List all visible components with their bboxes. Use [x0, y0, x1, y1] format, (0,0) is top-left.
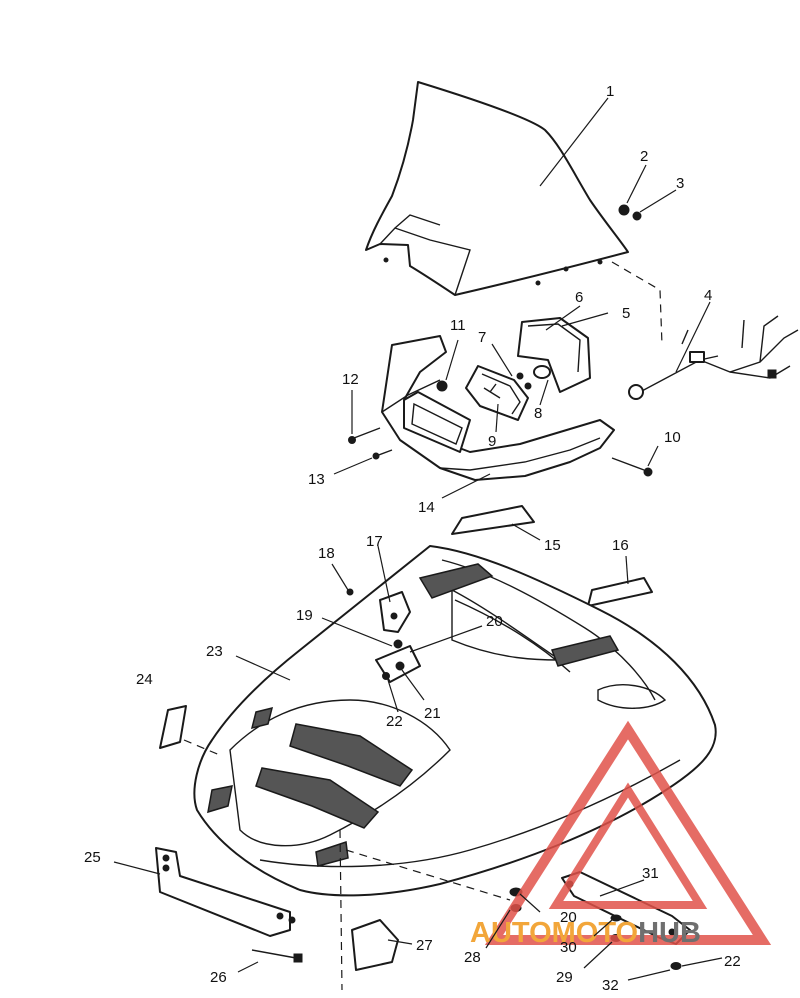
- screw-left-13: [372, 449, 393, 460]
- callout-28: 28: [464, 949, 481, 966]
- latch-bracket: [375, 591, 421, 683]
- windshield-mount-guide: [611, 261, 663, 346]
- callout-19: 19: [296, 607, 313, 624]
- callout-21: 21: [424, 705, 441, 722]
- mount-nut-11: [436, 380, 448, 392]
- screw-right: [611, 457, 653, 477]
- callout-26: 26: [210, 969, 227, 986]
- callout-18: 18: [318, 545, 335, 562]
- callout-10: 10: [664, 429, 681, 446]
- callout-22-upper: 22: [386, 713, 403, 730]
- leader-lines: [113, 97, 723, 981]
- callout-labels: 1 2 3 4 5 6 7 8 9 10 11 12 13 14 15 16 1…: [84, 83, 741, 994]
- side-vent-guide: [183, 739, 223, 757]
- callout-4: 4: [704, 287, 712, 304]
- callout-30: 30: [560, 939, 577, 956]
- callout-7: 7: [478, 329, 486, 346]
- callout-16: 16: [612, 537, 629, 554]
- decal-16: [587, 577, 653, 607]
- callout-14: 14: [418, 499, 435, 516]
- callout-27: 27: [416, 937, 433, 954]
- callout-12: 12: [342, 371, 359, 388]
- callout-22-lower: 22: [724, 953, 741, 970]
- front-bracket-25: [155, 847, 296, 937]
- decal-15: [451, 505, 535, 535]
- callout-3: 3: [676, 175, 684, 192]
- screw-left-12: [348, 427, 381, 444]
- callout-20-lower: 20: [560, 909, 577, 926]
- front-guide-vertical: [339, 829, 343, 991]
- hood-vents: [207, 563, 620, 867]
- headlight-adjuster: [516, 372, 532, 390]
- headlight-housing: [517, 317, 591, 393]
- callout-5: 5: [622, 305, 630, 322]
- callout-29: 29: [556, 969, 573, 986]
- headlight-lens: [465, 365, 529, 421]
- svg-text:AUTOMOTOHUB: AUTOMOTOHUB: [470, 917, 701, 949]
- hood: [193, 545, 717, 897]
- trim-piece-27: [351, 919, 399, 971]
- callout-17: 17: [366, 533, 383, 550]
- callout-9: 9: [488, 433, 496, 450]
- callout-24: 24: [136, 671, 153, 688]
- watermark-hub-text: HUB: [638, 917, 701, 949]
- callout-23: 23: [206, 643, 223, 660]
- callout-31: 31: [642, 865, 659, 882]
- windshield-nut: [618, 204, 630, 216]
- wiring-harness: [628, 315, 799, 400]
- rear-guide: [345, 849, 511, 901]
- watermark: AUTOMOTOHUB: [470, 720, 772, 949]
- bolt-26: [251, 949, 303, 963]
- callout-13: 13: [308, 471, 325, 488]
- callout-8: 8: [534, 405, 542, 422]
- watermark-logo-inner-mark: [548, 782, 708, 909]
- headlight-bulb: [533, 365, 551, 379]
- callout-1: 1: [606, 83, 614, 100]
- callout-32: 32: [602, 977, 619, 993]
- windshield: [365, 81, 629, 296]
- watermark-logo-triangle: [484, 720, 772, 945]
- callout-15: 15: [544, 537, 561, 554]
- callout-25: 25: [84, 849, 101, 866]
- windshield-washer: [632, 211, 642, 221]
- callout-11: 11: [450, 317, 466, 334]
- screw-18: [346, 588, 354, 596]
- callout-2: 2: [640, 148, 648, 165]
- callout-20-upper: 20: [486, 613, 503, 630]
- side-vent-24: [159, 705, 187, 749]
- headlight-opening-frame: [403, 391, 471, 453]
- callout-6: 6: [575, 289, 583, 306]
